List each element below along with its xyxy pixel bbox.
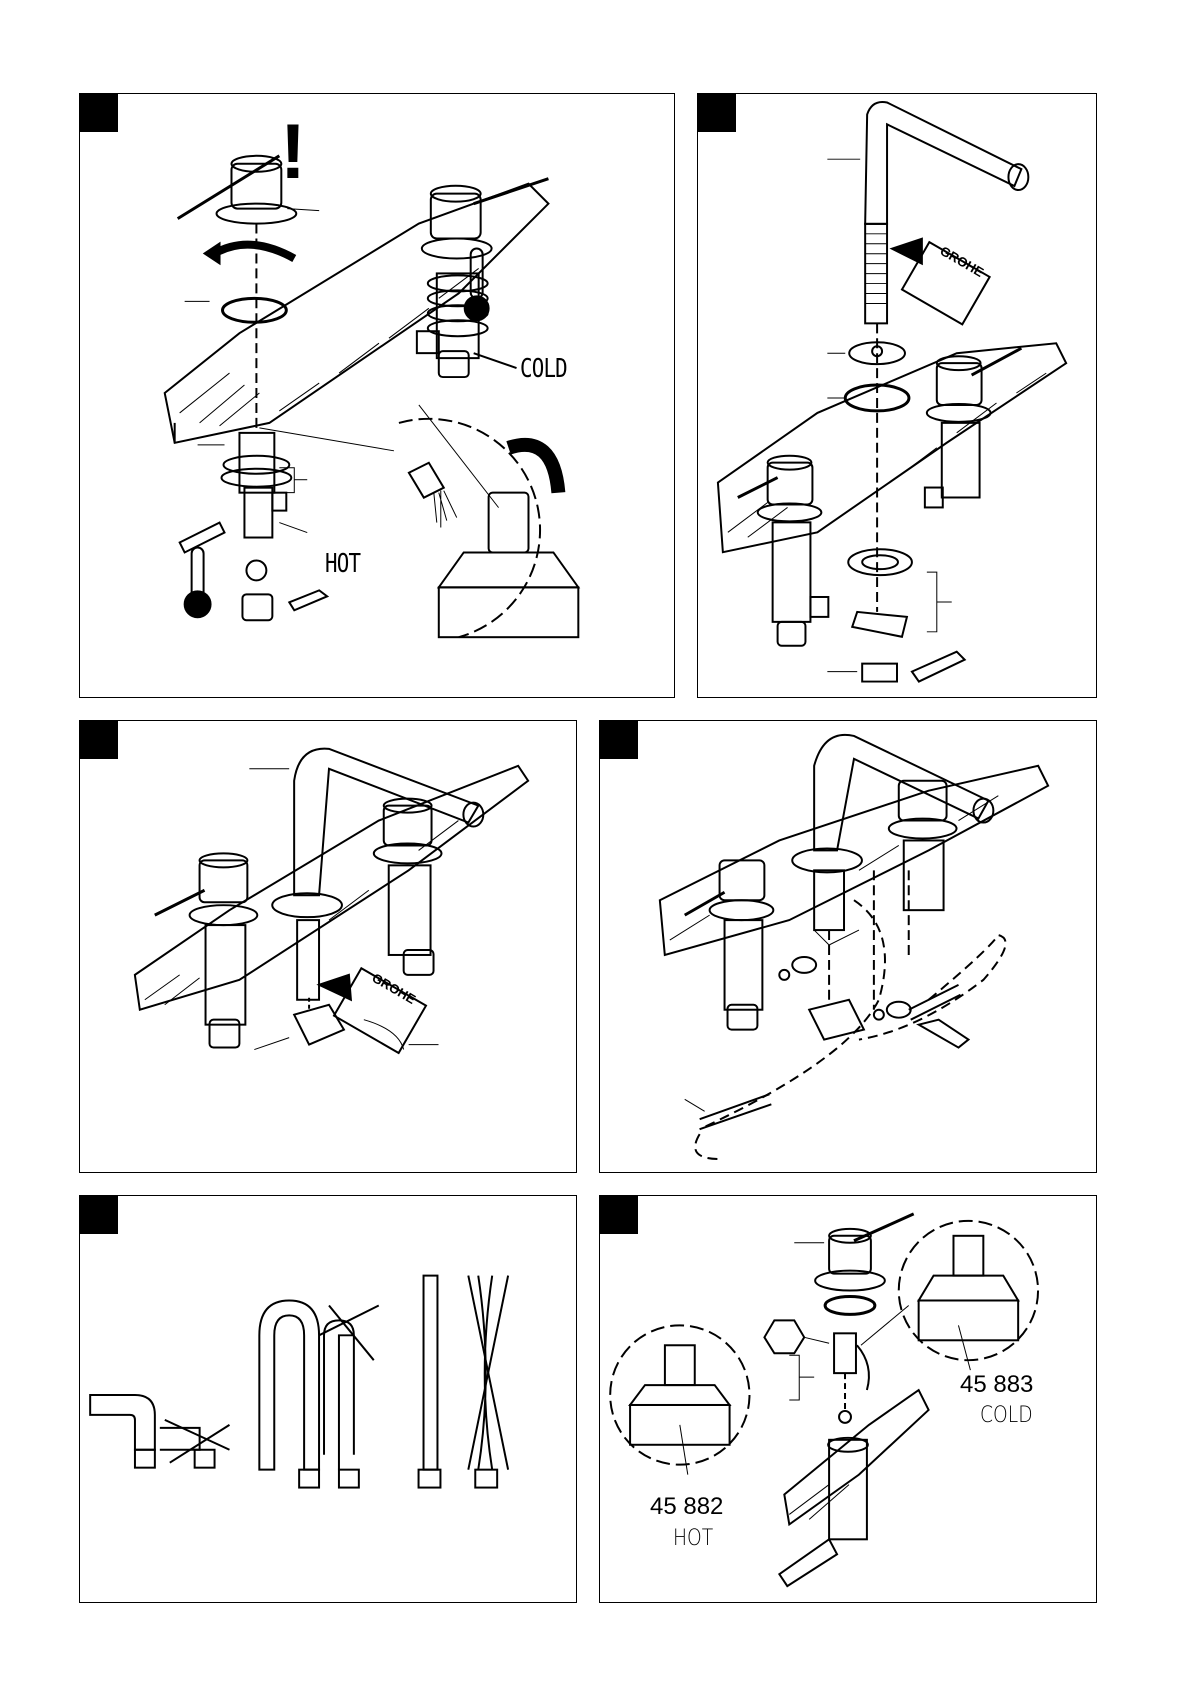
step-panel-3: GROHE: [79, 720, 577, 1173]
cold-label: COLD: [980, 1403, 1033, 1428]
cold-cartridge-code: 45 883: [960, 1371, 1033, 1399]
hot-cartridge-code: 45 882: [650, 1493, 723, 1521]
spout-mounted-drawing: [80, 721, 576, 1172]
step-panel-4: [599, 720, 1097, 1173]
hot-label: HOT: [673, 1526, 713, 1551]
step-panel-2: GROHE: [697, 93, 1097, 698]
valve-installation-drawing: [80, 94, 674, 697]
hose-connection-drawing: [600, 721, 1096, 1172]
spout-installation-drawing: [698, 94, 1096, 697]
hose-bending-guide-drawing: [80, 1196, 576, 1602]
step-panel-6: 45 883 COLD 45 882 HOT: [599, 1195, 1097, 1603]
step-panel-1: ! COLD HOT: [79, 93, 675, 698]
hot-label: HOT: [325, 549, 360, 579]
step-panel-5: [79, 1195, 577, 1603]
cold-label: COLD: [520, 354, 567, 384]
warning-mark: !: [280, 112, 306, 190]
